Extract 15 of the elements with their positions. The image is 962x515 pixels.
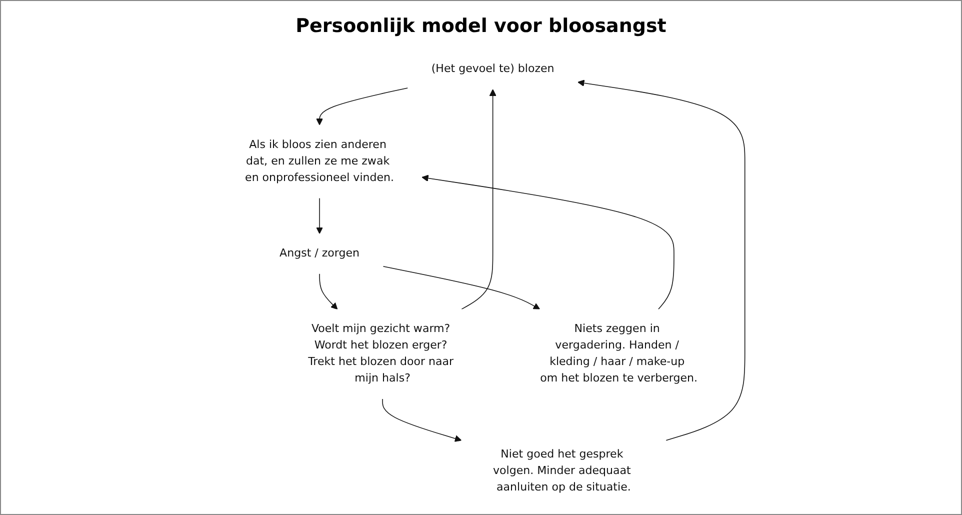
arrow [319, 273, 338, 310]
node-text: Als ik bloos zien anderen dat, en zullen ze me zwak en onprofessioneel vinden. [245, 138, 394, 184]
node-text: Voelt mijn gezicht warm? Wordt het blozen erger? Trekt het blozen door naar mijn hals? [308, 322, 454, 385]
node-text: (Het gevoel te) blozen [431, 62, 554, 76]
diagram-title: Persoonlijk model voor bloosangst [296, 15, 666, 37]
arrow [422, 174, 674, 310]
node-text: Niet goed het gesprek volgen. Minder adequaat aanluiten op de situatie. [493, 448, 631, 494]
arrow [316, 198, 323, 234]
node-text: Niets zeggen in vergadering. Handen / kleding / haar / make-up om het blozen te verbergen. [540, 322, 698, 385]
arrow [316, 88, 408, 126]
node-text: Angst / zorgen [280, 246, 360, 260]
arrow [382, 398, 462, 442]
arrow [578, 80, 746, 441]
arrow [382, 266, 540, 310]
arrow [461, 89, 496, 310]
